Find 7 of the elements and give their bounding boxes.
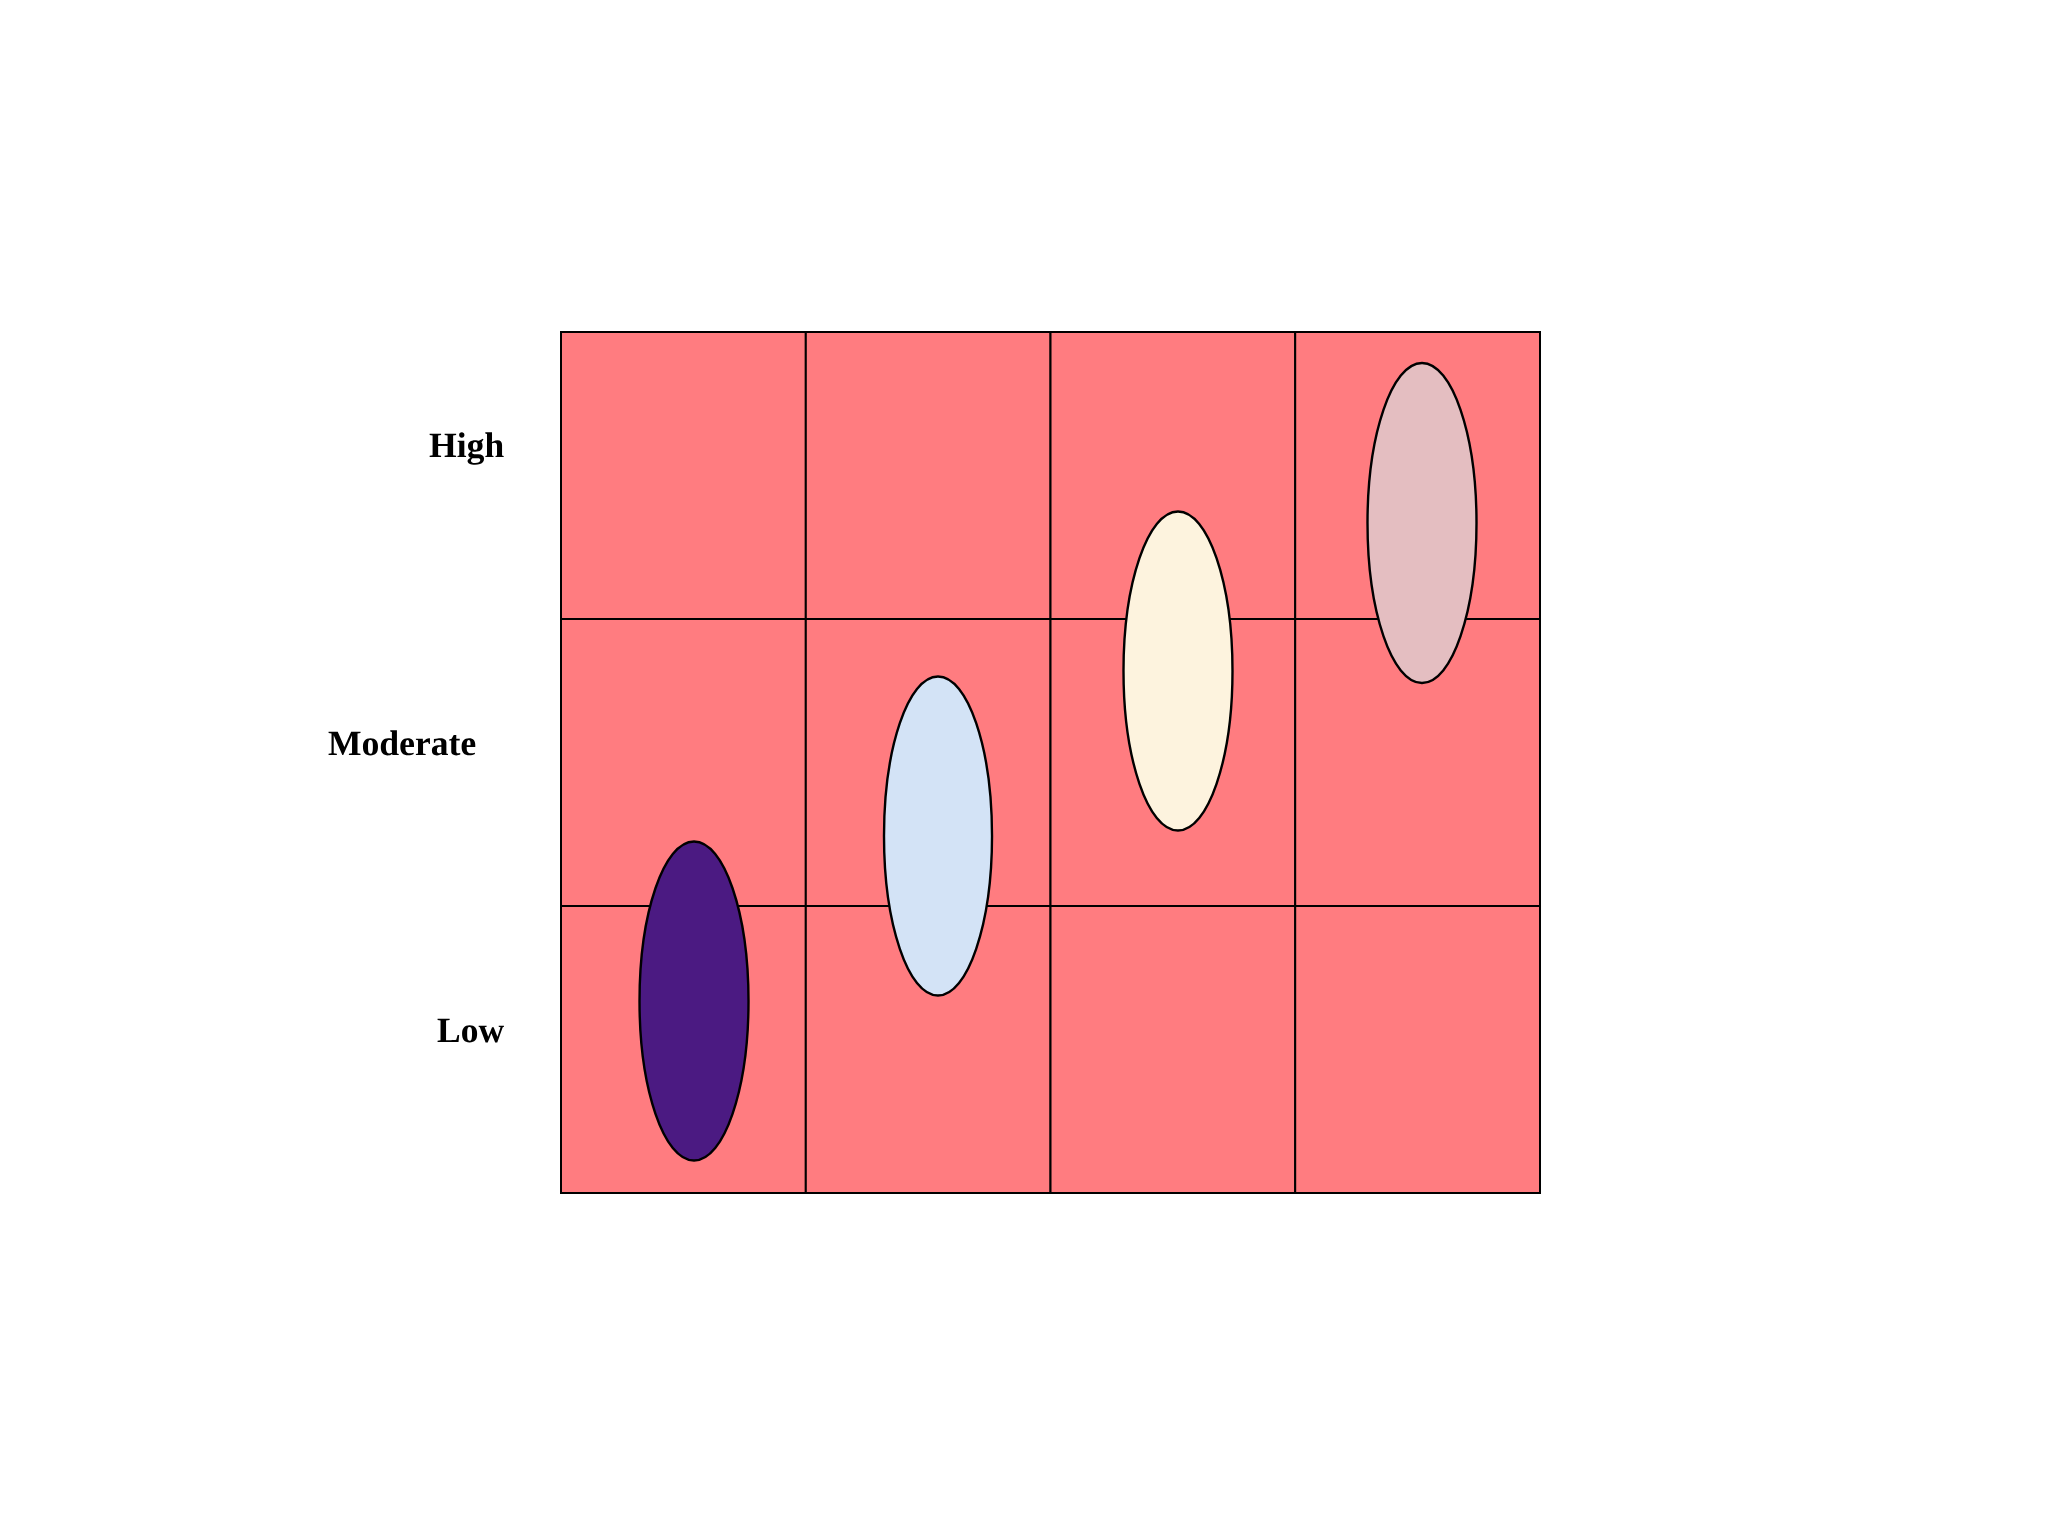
ellipse <box>638 840 750 1162</box>
ellipse <box>1122 510 1234 832</box>
row-label: High <box>429 432 504 465</box>
row-label: Low <box>437 1018 504 1043</box>
ellipse <box>1366 361 1478 685</box>
row-label: Moderate <box>328 730 476 756</box>
ellipse <box>882 675 994 997</box>
